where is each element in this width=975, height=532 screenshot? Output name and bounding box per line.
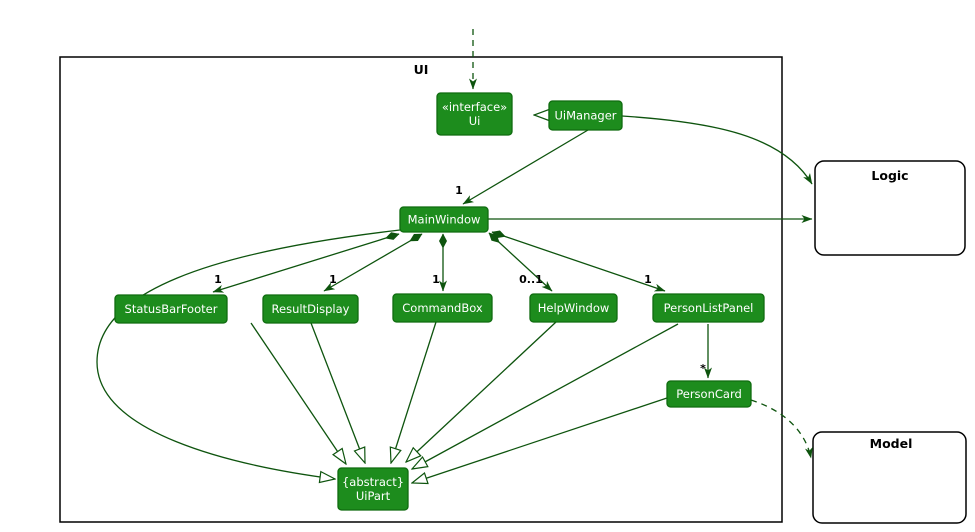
main-window-node: [399, 206, 489, 233]
person-list-panel-label-line: PersonListPanel: [664, 301, 754, 315]
main-window-label-line: MainWindow: [408, 213, 481, 227]
commandbox-extends-uipart-edge: [391, 321, 437, 463]
logic-package-rect: [814, 160, 966, 256]
status-bar-footer-label-line: StatusBarFooter: [125, 302, 218, 316]
result-display-label-line: ResultDisplay: [272, 302, 350, 316]
ui-part-label: {abstract}UiPart: [342, 475, 404, 503]
mainwindow-has-personlistpanel-edge: [491, 230, 666, 292]
result-display-node: [262, 294, 359, 324]
person-list-panel-label: PersonListPanel: [664, 301, 754, 315]
ui-part-label-line: UiPart: [356, 489, 391, 503]
mainwindow-has-resultdisplay-edge: [323, 233, 423, 292]
helpwindow-extends-uipart-edge: [406, 321, 557, 462]
personlistpanel-extends-uipart-edge: [412, 323, 679, 469]
main-window-label: MainWindow: [408, 213, 481, 227]
ui-package-title: UI: [414, 62, 429, 77]
ui-package-rect: [59, 56, 783, 523]
ui-interface-label: «interface»Ui: [442, 100, 507, 128]
ui-part-node: [337, 467, 409, 511]
mainwindow-has-personlistpanel-multiplicity: 1: [644, 273, 652, 286]
ui-interface-label-line: «interface»: [442, 100, 507, 114]
mainwindow-has-statusbarfooter-multiplicity: 1: [214, 273, 222, 286]
command-box-node: [392, 293, 493, 323]
ui-interface-label-line: Ui: [469, 114, 481, 128]
mainwindow-has-helpwindow-multiplicity: 0..1: [519, 273, 543, 286]
model-package-rect: [812, 431, 967, 524]
result-display-label: ResultDisplay: [272, 302, 350, 316]
help-window-label-line: HelpWindow: [538, 301, 610, 315]
personcard-depends-on-model-edge: [750, 399, 813, 459]
ui-manager-label-line: UiManager: [554, 109, 616, 123]
model-package-title: Model: [870, 436, 913, 451]
person-card-label-line: PersonCard: [676, 387, 742, 401]
uimanager-to-mainwindow-edge: [462, 129, 589, 205]
ui-interface-node: [436, 92, 513, 136]
help-window-label: HelpWindow: [538, 301, 610, 315]
status-bar-footer-label: StatusBarFooter: [125, 302, 218, 316]
uimanager-to-logic-edge: [621, 115, 813, 185]
mainwindow-has-commandbox-multiplicity: 1: [432, 273, 440, 286]
ui-part-label-line: {abstract}: [342, 475, 404, 489]
ui-manager-node: [548, 100, 623, 131]
statusbarfooter-extends-uipart-edge: [250, 322, 346, 464]
logic-package-title: Logic: [871, 168, 908, 183]
relationship-edges-layer: [96, 29, 813, 483]
person-card-label: PersonCard: [676, 387, 742, 401]
uimanager-to-mainwindow-multiplicity: 1: [455, 184, 463, 197]
help-window-node: [529, 293, 618, 323]
status-bar-footer-node: [114, 294, 228, 324]
personlistpanel-has-personcard-multiplicity: *: [700, 362, 706, 375]
mainwindow-extends-uipart-edge: [96, 229, 401, 479]
command-box-label: CommandBox: [402, 301, 483, 315]
class-nodes-layer: «interface»Ui UiManagerMainWindowStatusBa…: [114, 92, 765, 511]
personcard-extends-uipart-edge: [412, 397, 668, 483]
person-card-node: [666, 380, 752, 408]
person-list-panel-node: [652, 293, 765, 323]
multiplicity-labels-layer: 1 1 1 1 0..1 1 *: [214, 184, 706, 375]
mainwindow-has-resultdisplay-multiplicity: 1: [329, 273, 337, 286]
command-box-label-line: CommandBox: [402, 301, 483, 315]
resultdisplay-extends-uipart-edge: [310, 322, 365, 463]
ui-manager-label: UiManager: [554, 109, 616, 123]
